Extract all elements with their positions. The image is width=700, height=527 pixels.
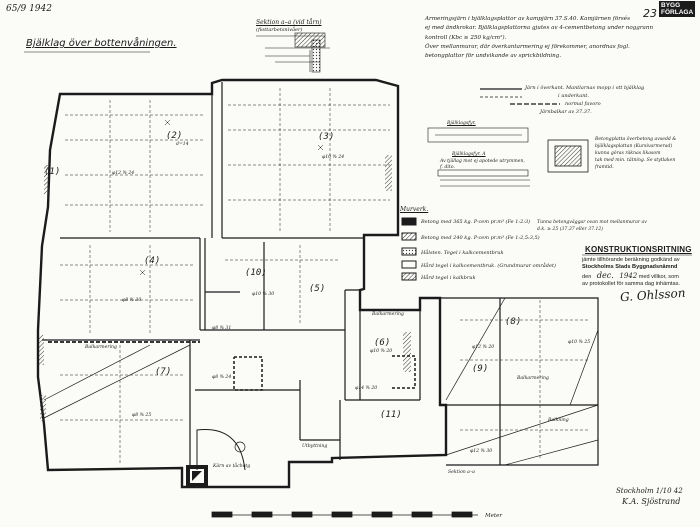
steel-note-1: Tunna betongväggar ovan mot mellanmurar … <box>537 220 647 225</box>
room-ref-9: (9) <box>472 364 489 374</box>
rebar-tag: φ8 % 24 <box>212 375 232 380</box>
room-ref-7: (7) <box>155 367 172 377</box>
hatched-note-5: framtid. <box>595 165 614 170</box>
rebar-tag: φ8 % 30 <box>122 298 142 303</box>
materials-legend-heading: Murverk. <box>400 206 429 213</box>
approval-den: den <box>582 273 592 280</box>
hatched-note-1: Betongplatta överbetong avsedd & <box>595 137 677 142</box>
rebar-tag: d=14 <box>176 142 189 147</box>
side-note: Balkning <box>548 418 569 423</box>
corner-note: Sektion a–a <box>448 470 475 475</box>
rebar-tag: φ12 % 24 <box>112 171 135 176</box>
plan-detail <box>427 127 530 187</box>
stamp-line-2: FÖRLAGA <box>661 9 694 16</box>
approval-line-1: jämte tillhörande beräkning godkänd av <box>582 257 680 263</box>
room-ref-6: (6) <box>374 338 391 348</box>
materials-legend-item: Hålsten. Tegel i kalkcementbruk <box>421 250 504 256</box>
rebar-legend-line-2: i underkant. <box>558 93 590 99</box>
detail-a-note-1: Av tjällag mot ej apotede utrymmen, <box>440 159 525 164</box>
rebar-tag: φ8 % 25 <box>132 413 152 418</box>
room-ref-1: (1) <box>44 167 61 177</box>
detail-a-note-2: f. dito. <box>440 165 455 170</box>
approval-line-3: den dec. 1942 med villkor, som <box>582 270 680 281</box>
right-extension <box>440 297 599 466</box>
room-ref-11: (11) <box>380 410 402 420</box>
approval-villkor: med villkor, som <box>638 273 679 280</box>
rebar-tag: φ12 % 20 <box>472 345 495 350</box>
rebar-legend-line-4: Järnbalkar av 37.37. <box>540 109 592 115</box>
hatched-note-2: bjälklagsplattan (Kursivarmerad) <box>595 144 673 149</box>
approval-body: jämte tillhörande beräkning godkänd av S… <box>582 257 680 289</box>
approval-year: 1942 <box>619 271 638 280</box>
spec-notes: Armeringsjärn i bjälklagsplattor av kamp… <box>425 15 653 61</box>
mid-note: Balkarmering <box>372 312 404 317</box>
rebar-tag: φ10 % 20 <box>370 349 393 354</box>
spec-line: Över mellanmurar, där överkantarmering e… <box>425 43 630 50</box>
building-outline <box>36 78 448 489</box>
room-ref-5: (5) <box>309 284 326 294</box>
drawing-title: Bjälklag över bottenvåningen. <box>26 38 177 49</box>
rebar-legend-line-3: normal favoro <box>565 101 601 107</box>
approval-title: KONSTRUKTIONSRITNING <box>585 245 692 254</box>
materials-legend-item: Hård tegel i kalkcementbruk. (Grundmurar… <box>421 263 556 269</box>
section-detail <box>256 32 330 73</box>
room-ref-2: (2) <box>166 131 183 141</box>
materials-legend-item: Betong med 240 kg. P-cem pr.m³ (Fe 1:2,5… <box>421 235 540 241</box>
materials-legend-item: Hård tegel i kalkbruk <box>421 275 476 281</box>
spec-line: ej med ändkrokar. Bjälklagsplattorna gju… <box>425 25 654 32</box>
hatched-note-4: tak med min. tätning. Se stytlaken <box>595 158 676 163</box>
section-detail-subtitle: (flottarbetsnivåer) <box>256 27 303 33</box>
engineer-signature: K.A. Sjöstrand <box>622 497 681 506</box>
rebar-legend-line-1: Järn i överkant. Mantlarnas mopp i vtt b… <box>525 85 645 91</box>
scale-label: Meter <box>485 513 502 519</box>
rebar-tag: φ10 % 24 <box>322 155 345 160</box>
room-ref-3: (3) <box>318 132 335 142</box>
steel-note-2: d.k. ≥ 25 (37.37 eller 37.12) <box>537 227 604 232</box>
materials-legend-item: Betong med 365 kg. P-cem pr.m³ (Fe 1:2:3… <box>421 219 531 225</box>
beam-label: Balkarmering <box>85 345 117 350</box>
room-ref-10: (10) <box>245 268 267 278</box>
approval-line-2: Stockholms Stads Byggnadsnämnd <box>582 264 678 271</box>
spec-line: Armeringsjärn i bjälklagsplattor av kamp… <box>425 16 630 22</box>
hatched-detail <box>547 139 589 173</box>
stair-curve <box>196 429 246 471</box>
hatched-note-3: kunna göras räknas likasom <box>595 151 661 156</box>
rebar-tag: φ12 % 30 <box>470 449 493 454</box>
room-ref-4: (4) <box>144 256 161 266</box>
room-ref-8: (8) <box>505 317 522 327</box>
plan-detail-title: Bjälklagsfyr. <box>447 121 476 126</box>
spec-line: betongplattor för undvikande av sprickbi… <box>425 53 562 60</box>
spec-line: kontroll (Kbc ≥ 250 kg/cm²). <box>425 34 507 41</box>
approval-day: dec. <box>596 270 614 280</box>
stair-label: Kärn av tåchetg <box>213 464 251 469</box>
rebar-tag: φ10 % 25 <box>568 340 591 345</box>
opening-label: Utbyttning <box>302 444 328 449</box>
detail-a-title: Bjälklagsfyr. A <box>452 152 486 157</box>
page-number: 23 <box>643 7 657 20</box>
scale-bar <box>211 511 478 518</box>
section-detail-title: Sektion a–a (vid tårn) <box>256 19 322 26</box>
rebar-tag: φ10 % 30 <box>252 292 275 297</box>
bygg-forlaga-stamp: BYGG FÖRLAGA <box>659 1 696 17</box>
stamp-line-1: BYGG <box>661 2 681 9</box>
beam-label-2: Balkarmering <box>517 376 549 381</box>
approval-line-4: av protokollet för samma dag inhämtas. <box>582 281 680 288</box>
archive-ref: 65/9 1942 <box>6 4 52 14</box>
rebar-tag: φ8 % 31 <box>212 326 232 331</box>
rebar-tag: φ14 % 20 <box>355 386 378 391</box>
sign-date: Stockholm 1/10 42 <box>616 487 683 495</box>
